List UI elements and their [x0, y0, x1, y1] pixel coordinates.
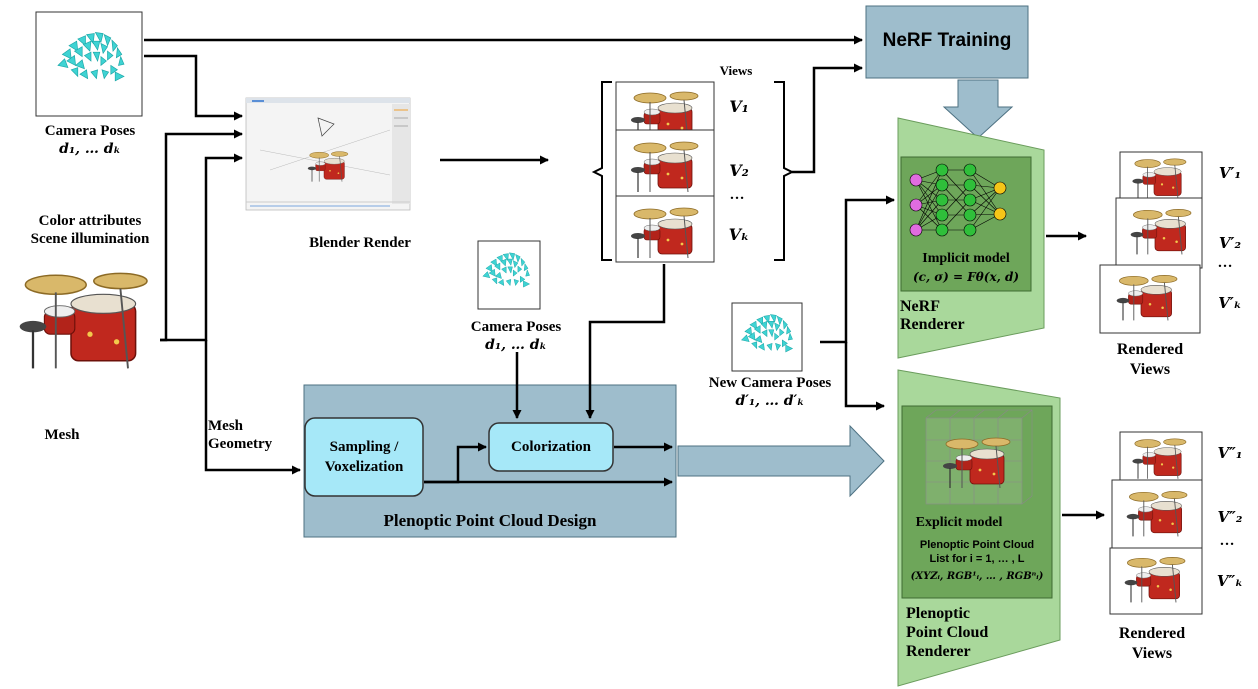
scene-illumination-label: Scene illumination	[30, 231, 150, 247]
mesh-geometry-label: Mesh Geometry	[208, 417, 288, 453]
ppc-list-line1: Plenoptic Point Cloud	[919, 539, 1035, 551]
blender-screenshot	[245, 97, 411, 211]
output-top-thumb-2	[1115, 197, 1203, 269]
output-bottom-thumb-1	[1119, 431, 1203, 483]
output-bottom-label-ellipsis: …	[1219, 533, 1235, 549]
nerf-renderer-label: NeRF Renderer	[900, 298, 980, 334]
sampling-line1: Sampling /	[329, 439, 399, 455]
views-left-bracket	[591, 81, 612, 261]
views-title: Views	[719, 63, 753, 78]
nerf-renderer-line1: NeRF	[900, 298, 940, 315]
sampling-line2: Voxelization	[324, 459, 404, 475]
camera-poses-vars: d₁, … dₖ	[59, 141, 121, 157]
view-label-2: V₂	[729, 161, 749, 180]
view-thumbnail-k	[615, 195, 715, 263]
neural-network-drawing	[909, 163, 1007, 237]
connectors	[144, 35, 1105, 520]
ppc-renderer-line1: Plenoptic	[906, 605, 970, 622]
views-right-bracket	[774, 81, 795, 261]
nerf-training-down-arrow	[942, 79, 1014, 139]
ppc-renderer-label: Plenoptic Point Cloud Renderer	[906, 604, 1006, 661]
output-bottom-thumb-k	[1109, 547, 1203, 615]
view-label-ellipsis: …	[729, 187, 745, 203]
output-bottom-label-k: V″ₖ	[1216, 572, 1244, 590]
output-top-label-k: V′ₖ	[1218, 294, 1242, 312]
camera-poses-image	[35, 11, 143, 117]
implicit-model-box	[900, 156, 1032, 292]
rendered-views-bottom-line1: Rendered	[1118, 625, 1186, 642]
ppc-big-arrow	[677, 424, 885, 498]
colorization-text: Colorization	[511, 439, 591, 455]
view-label-1: V₁	[729, 97, 749, 116]
output-top-label-2: V′₂	[1218, 234, 1242, 252]
output-top-label-ellipsis: …	[1217, 255, 1233, 271]
color-attributes-label: Color attributes	[38, 213, 142, 229]
nerf-training-box	[865, 5, 1029, 79]
output-top-thumb-1	[1119, 151, 1203, 203]
rendered-views-top-line2: Views	[1129, 361, 1171, 378]
rendered-views-top: Rendered Views	[1110, 340, 1190, 380]
mesh-label: Mesh	[44, 427, 80, 443]
nerf-training-label: NeRF Training	[882, 30, 1012, 51]
rendered-views-bottom: Rendered Views	[1112, 624, 1192, 664]
sampling-text: Sampling / Voxelization	[305, 418, 423, 496]
explicit-model-label: Explicit model	[915, 515, 1003, 530]
ppc-renderer-line2: Point Cloud	[906, 624, 989, 641]
nerf-renderer-line2: Renderer	[900, 316, 965, 333]
new-camera-vars: d′₁, … d′ₖ	[735, 393, 805, 409]
output-top-label-1: V′₁	[1218, 164, 1242, 182]
output-top-thumb-k	[1099, 264, 1201, 334]
implicit-model-eq: (c, σ) = Fθ(x, d)	[912, 270, 1020, 284]
view-thumbnail-1	[615, 81, 715, 143]
new-camera-label: New Camera Poses	[708, 375, 832, 391]
mid-camera-label: Camera Poses	[470, 319, 562, 335]
ppc-renderer-line3: Renderer	[906, 643, 971, 660]
sampling-box	[304, 417, 424, 497]
view-thumbnail-2	[615, 129, 715, 197]
rendered-views-top-line1: Rendered	[1116, 341, 1184, 358]
mid-camera-vars: d₁, … dₖ	[485, 337, 547, 353]
implicit-model-label: Implicit model	[922, 251, 1010, 266]
output-bottom-label-2: V″₂	[1217, 508, 1243, 526]
rendered-views-bottom-line2: Views	[1131, 645, 1173, 662]
ppc-list-line2: List for i = 1, … , L	[929, 553, 1025, 565]
mesh-geometry-line2: Geometry	[208, 436, 273, 452]
output-bottom-label-1: V″₁	[1217, 444, 1243, 462]
output-bottom-thumb-2	[1111, 479, 1203, 553]
mesh-geometry-line1: Mesh	[208, 418, 243, 434]
ppc-list-line3: (XYZᵢ, RGB¹ᵢ, … , RGBⁿᵢ)	[910, 571, 1044, 582]
ppc-design-title: Plenoptic Point Cloud Design	[383, 511, 597, 530]
colorization-box	[488, 422, 614, 472]
view-label-k: Vₖ	[728, 225, 750, 244]
blender-render-label: Blender Render	[309, 235, 411, 251]
mesh-drum-image	[18, 272, 149, 370]
camera-poses-label: Camera Poses	[44, 123, 136, 139]
